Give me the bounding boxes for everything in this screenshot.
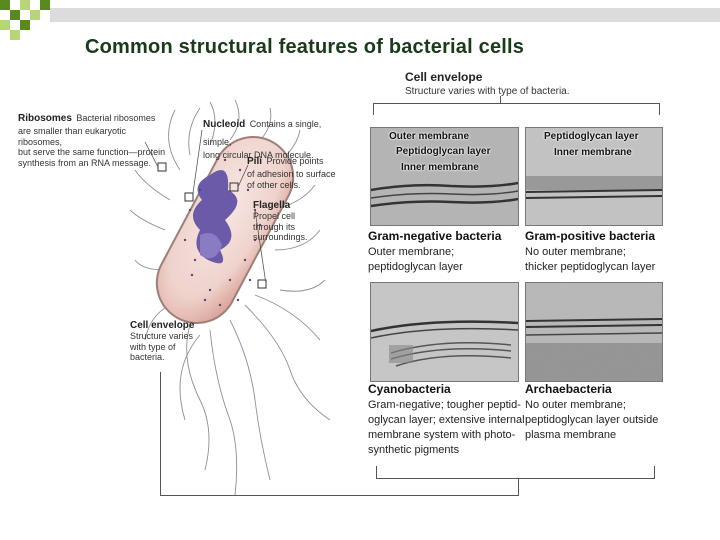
flagella-line-3: surroundings. — [253, 232, 308, 242]
gram-positive-micrograph: Peptidoglycan layer Inner membrane — [525, 127, 663, 226]
ribosomes-line-3: but serve the same function—protein — [18, 147, 166, 157]
cell-envelope-line-2: with type of — [130, 341, 176, 352]
gn-outer-membrane-label: Outer membrane — [389, 131, 470, 142]
cell-envelope-line-1: Structure varies — [130, 331, 194, 341]
gram-negative-heading: Gram-negative bacteria — [368, 229, 502, 243]
bacterium-illustration — [130, 100, 331, 496]
cyanobacteria-micrograph — [370, 282, 519, 382]
cyanobacteria-texture — [371, 283, 518, 381]
cyanobacteria-desc-2: oglycan layer; extensive internal — [368, 414, 525, 426]
gram-positive-desc-2: thicker peptidoglycan layer — [525, 261, 656, 273]
ribosomes-line-2: are smaller than eukaryotic ribosomes, — [18, 126, 127, 147]
cell-envelope-label: Cell envelope Structure varies with type… — [130, 320, 200, 363]
envelope-bracket-stem — [500, 96, 501, 104]
panels-bracket-right — [654, 466, 655, 478]
bottom-bracket-left — [160, 372, 161, 496]
nucleoid-heading: Nucleoid — [203, 119, 246, 130]
flagella-line-1: Propel cell — [253, 211, 296, 221]
gram-negative-texture — [371, 128, 518, 225]
cyanobacteria-desc-4: synthetic pigments — [368, 444, 460, 456]
cell-envelope-heading: Cell envelope — [130, 320, 195, 331]
bottom-bracket-base — [160, 495, 518, 496]
archaebacteria-desc-1: No outer membrane; — [525, 399, 626, 411]
panels-bracket-left — [376, 466, 377, 478]
ribosomes-heading: Ribosomes — [18, 113, 72, 124]
gram-positive-texture — [526, 128, 662, 225]
archaebacteria-desc-3: plasma membrane — [525, 429, 617, 441]
pili-line-3: of other cells. — [247, 179, 301, 190]
archaebacteria-texture — [526, 283, 662, 381]
gn-peptidoglycan-label: Peptidoglycan layer — [396, 146, 491, 157]
envelope-heading: Cell envelope — [405, 70, 483, 84]
gram-negative-micrograph: Outer membrane Peptidoglycan layer Inner… — [370, 127, 519, 226]
flagella-label: Flagella Propel cell through its surroun… — [253, 200, 323, 243]
top-rule — [50, 8, 720, 22]
archaebacteria-heading: Archaebacteria — [525, 382, 612, 396]
flagella-heading: Flagella — [253, 200, 291, 211]
nucleoid-line-2: long circular DNA molecule. — [203, 150, 314, 160]
ribosomes-line-1: Bacterial ribosomes — [76, 113, 156, 123]
flagella-line-2: through its — [253, 221, 296, 232]
gn-inner-membrane-label: Inner membrane — [401, 162, 479, 173]
archaebacteria-micrograph — [525, 282, 663, 382]
cell-envelope-line-3: bacteria. — [130, 352, 165, 362]
gp-inner-membrane-label: Inner membrane — [554, 147, 632, 158]
nucleoid-label: Nucleoid Contains a single, simple, long… — [203, 114, 343, 161]
envelope-bracket-left — [373, 103, 374, 115]
archaebacteria-desc-2: peptidoglycan layer outside — [525, 414, 659, 426]
gp-peptidoglycan-label: Peptidoglycan layer — [544, 131, 639, 142]
panels-bracket-base — [376, 478, 655, 479]
envelope-bracket-top — [373, 103, 660, 104]
pili-line-1: Provide points — [266, 156, 324, 166]
envelope-bracket-right — [659, 103, 660, 115]
gram-positive-desc-1: No outer membrane; — [525, 246, 626, 258]
gram-negative-desc-2: peptidoglycan layer — [368, 261, 463, 273]
pili-line-2: of adhesion to surface — [247, 169, 336, 179]
cyanobacteria-desc-1: Gram-negative; tougher peptid- — [368, 399, 521, 411]
slide-title: Common structural features of bacterial … — [85, 36, 525, 58]
gram-negative-desc-1: Outer membrane; — [368, 246, 455, 258]
gram-positive-heading: Gram-positive bacteria — [525, 229, 656, 243]
ribosomes-label: Ribosomes Bacterial ribosomes are smalle… — [18, 108, 168, 168]
nucleoid-line-1: Contains a single, simple, — [203, 119, 322, 147]
cyanobacteria-desc-3: membrane system with photo- — [368, 429, 516, 441]
ribosomes-line-4: synthesis from an RNA message. — [18, 157, 152, 168]
pili-label: Pili Provide points of adhesion to surfa… — [247, 151, 347, 190]
cyanobacteria-heading: Cyanobacteria — [368, 382, 451, 396]
bottom-bracket-stem — [518, 478, 519, 496]
envelope-desc: Structure varies with type of bacteria. — [405, 86, 570, 97]
pili-heading: Pili — [247, 156, 263, 167]
